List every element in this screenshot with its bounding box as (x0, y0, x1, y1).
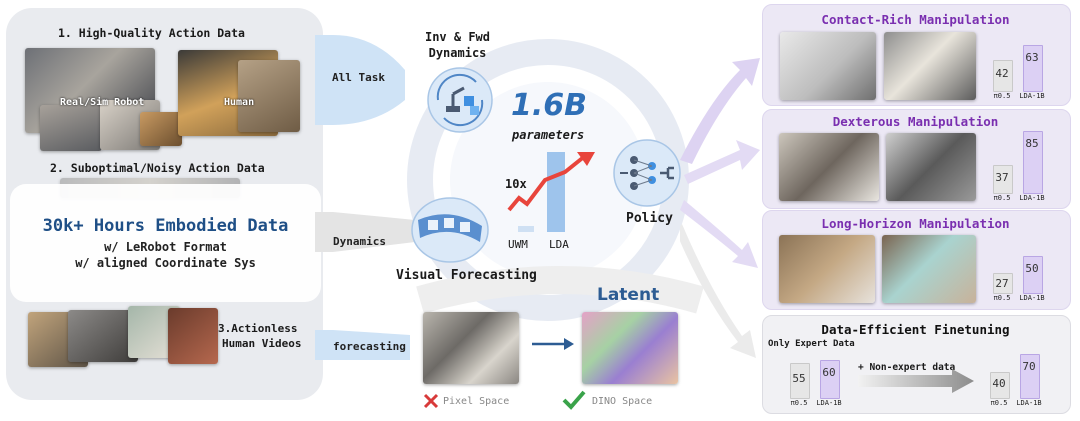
cross-icon (423, 393, 439, 409)
human-photo-2 (238, 60, 300, 132)
heading-actionless-1: 3.Actionless (218, 322, 298, 335)
real-sim-robot-label: Real/Sim Robot (60, 97, 145, 108)
robot-photo-2 (40, 105, 102, 151)
panel-title-long-horizon: Long-Horizon Manipulation (821, 216, 1010, 231)
contact-rich-photo-1 (780, 32, 876, 100)
uwm-bar (518, 226, 534, 232)
robot-photo-4 (140, 112, 182, 146)
embodied-line1: w/ LeRobot Format (104, 240, 227, 254)
dexterous-photo-2 (886, 133, 976, 201)
heading-suboptimal: 2. Suboptimal/Noisy Action Data (50, 161, 265, 175)
nonexpert-arrow-icon (858, 369, 974, 393)
contact-rich-photo-2 (884, 32, 976, 100)
nonexpert-data-label: + Non-expert data (858, 362, 956, 373)
long-horizon-photo-2 (882, 235, 976, 303)
check-icon (562, 390, 586, 410)
all-task-label: All Task (332, 71, 385, 84)
uwm-label: UWM (508, 238, 528, 251)
panel-title-dexterous: Dexterous Manipulation (832, 114, 999, 129)
embodied-title: 30k+ Hours Embodied Data (42, 216, 289, 236)
policy-network-icon (613, 139, 681, 207)
latent-label: Latent (597, 285, 660, 305)
finetuning-panel (762, 315, 1071, 414)
human-video-photo-2 (68, 310, 138, 362)
inv-fwd-line2: Dynamics (428, 46, 487, 60)
dino-space-image (582, 312, 678, 384)
heading-high-quality: 1. High-Quality Action Data (58, 26, 245, 40)
right-arrow-icon (532, 338, 574, 350)
human-label: Human (224, 97, 255, 108)
parameters-value: 1.6B (511, 88, 588, 123)
scale-comparison-chart (507, 152, 595, 232)
connector-bands (315, 35, 415, 360)
inv-fwd-line1: Inv & Fwd (424, 30, 491, 44)
embodied-line2: w/ aligned Coordinate Sys (75, 256, 256, 270)
dexterous-photo-1 (779, 133, 879, 201)
panel-title-contact-rich: Contact-Rich Manipulation (821, 12, 1010, 27)
finetuning-title: Data-Efficient Finetuning (821, 322, 1010, 337)
parameters-label: parameters (512, 128, 585, 142)
robot-arm-cubes-icon (427, 67, 493, 133)
lda-bar (547, 152, 565, 232)
embodied-data-box (10, 184, 321, 302)
long-horizon-photo-1 (779, 235, 875, 303)
dino-space-label: DINO Space (592, 396, 653, 407)
output-arrows (680, 58, 760, 358)
lda-label: LDA (549, 238, 569, 251)
multiplier-label: 10x (505, 177, 527, 191)
forecasting-label: forecasting (333, 340, 406, 353)
policy-label: Policy (626, 211, 673, 226)
film-strip-icon (411, 197, 489, 263)
dynamics-label: Dynamics (333, 235, 386, 248)
expert-data-label: Only Expert Data (768, 339, 855, 349)
visual-forecasting-label: Visual Forecasting (396, 268, 537, 283)
pixel-space-image (423, 312, 519, 384)
human-video-photo-4 (168, 308, 218, 364)
pixel-space-label: Pixel Space (443, 396, 510, 407)
growth-arrow (507, 154, 587, 212)
heading-actionless-2: Human Videos (222, 337, 302, 350)
